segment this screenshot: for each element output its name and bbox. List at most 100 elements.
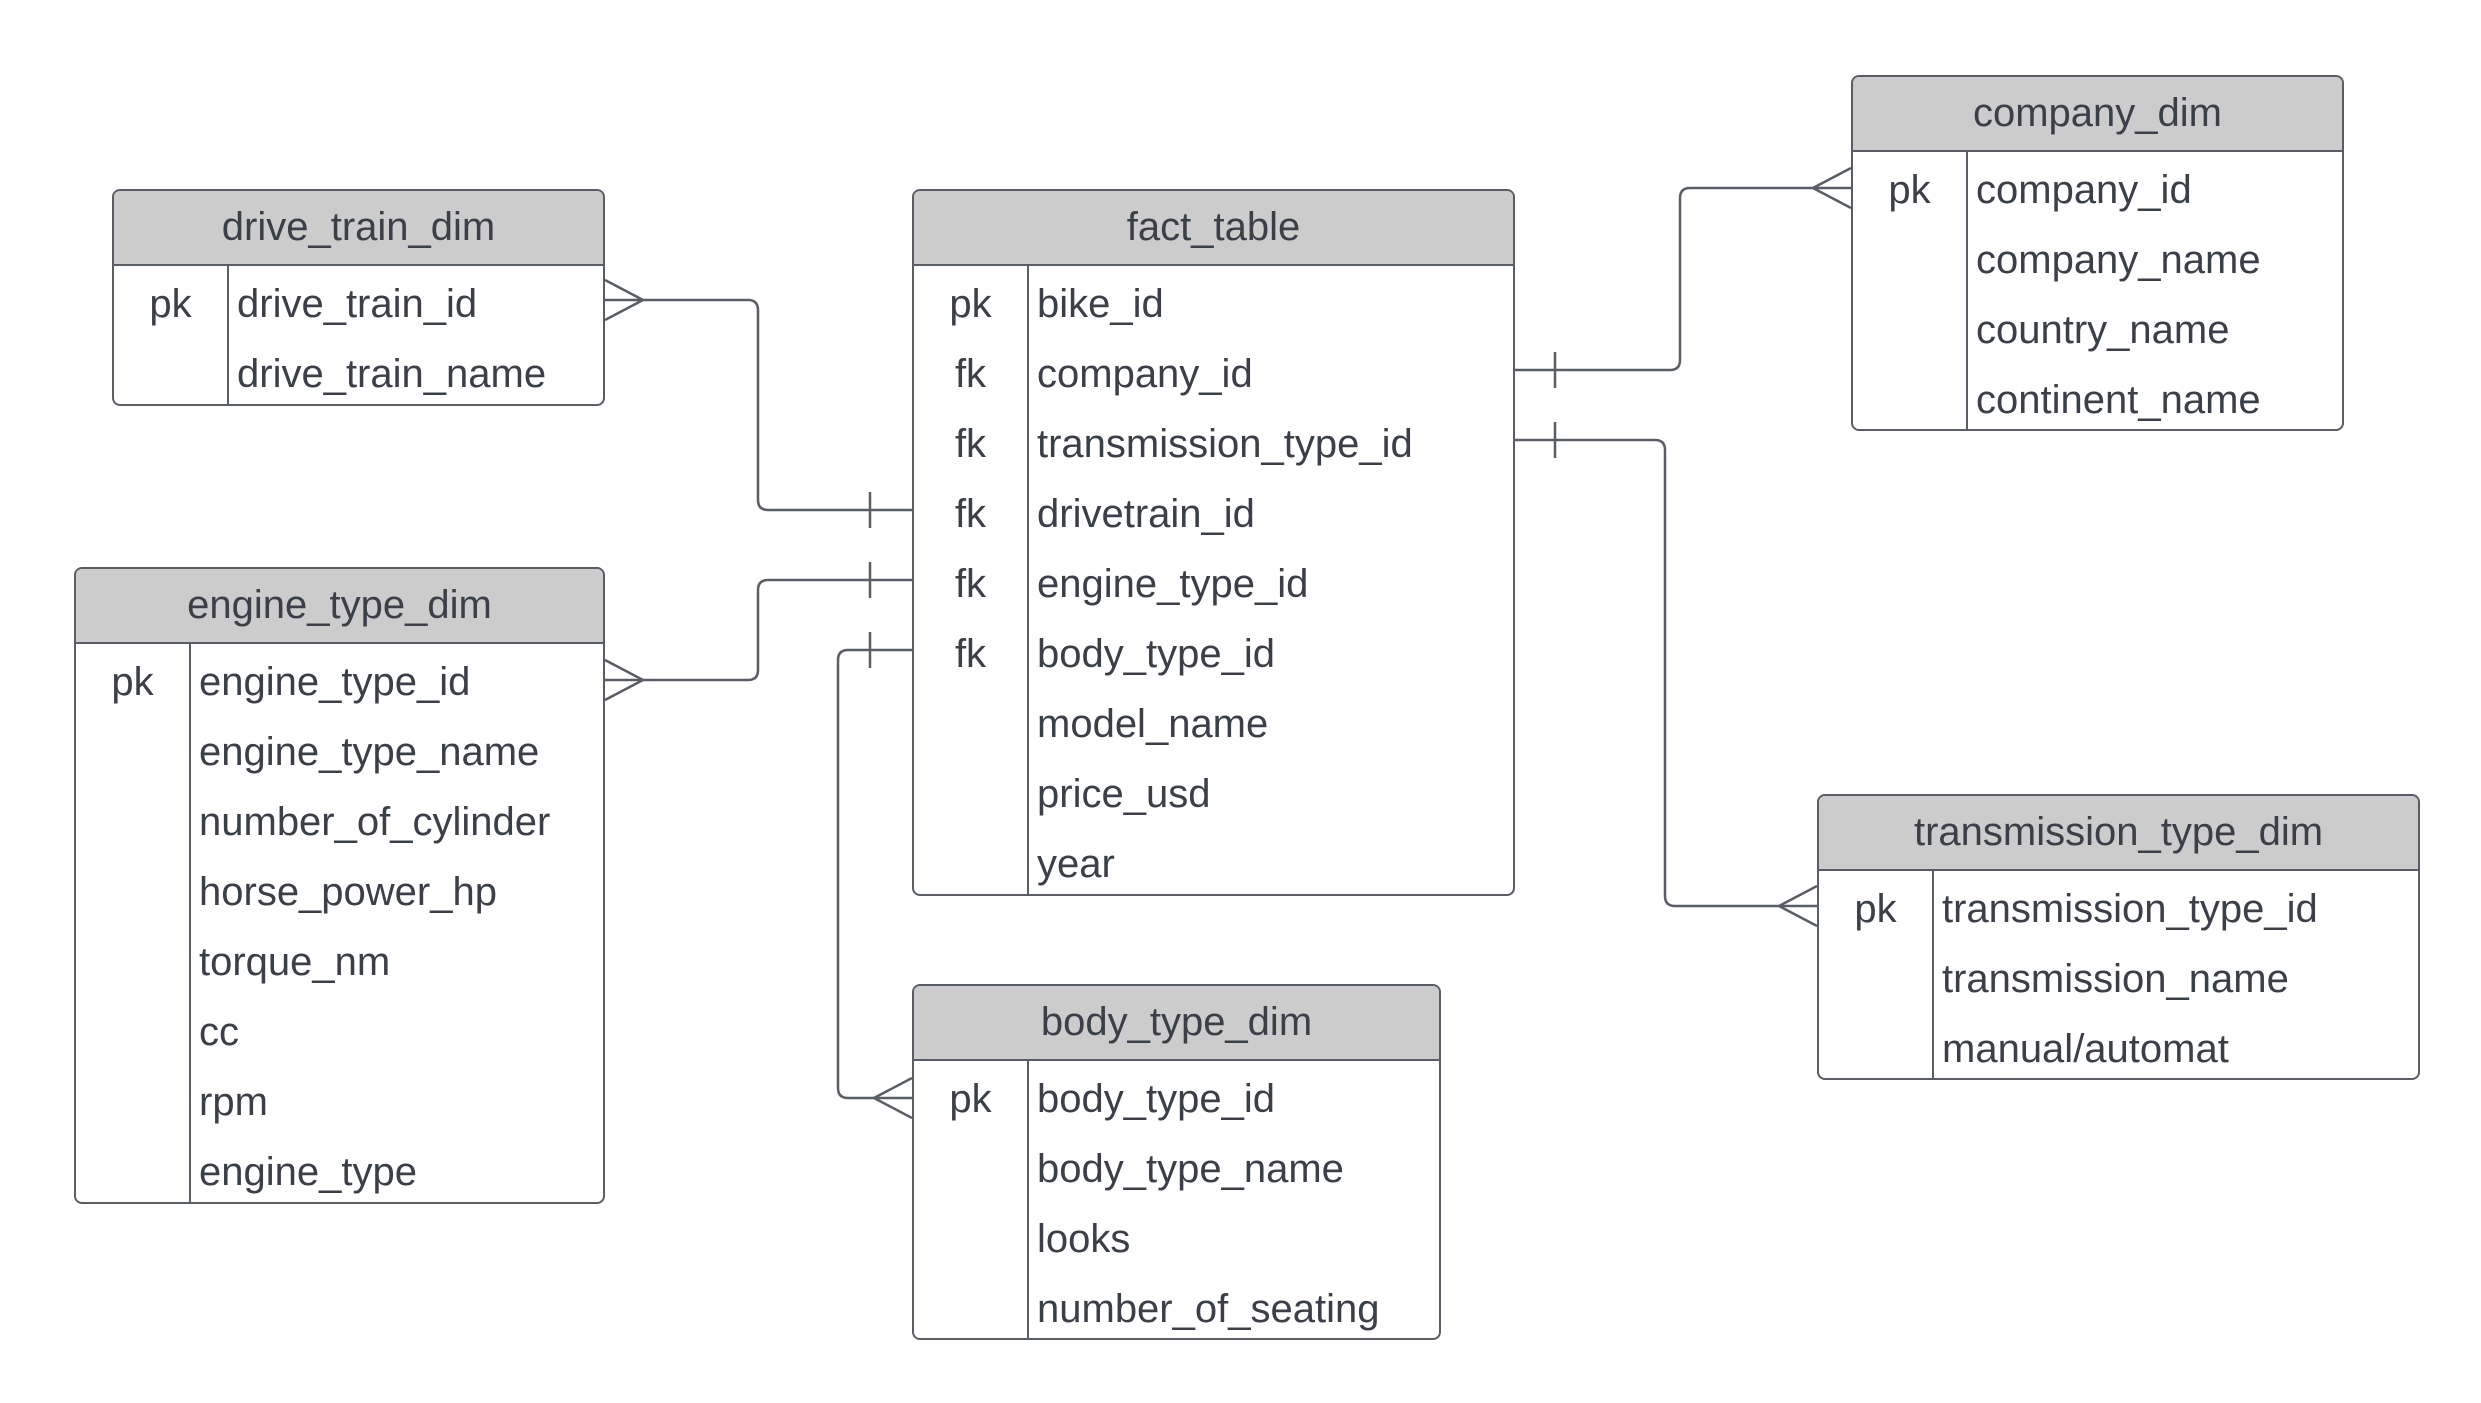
field-name: body_type_id <box>1037 632 1275 676</box>
key-label: pk <box>1888 168 1931 212</box>
key-label: fk <box>954 632 987 676</box>
field-name: continent_name <box>1976 378 2261 422</box>
field-name: number_of_seating <box>1037 1287 1380 1331</box>
field-row: company_name <box>1853 225 2342 295</box>
key-column-divider <box>189 644 191 1202</box>
field-name: drive_train_name <box>237 352 547 396</box>
field-row: body_type_name <box>914 1134 1439 1204</box>
field-name: drive_train_id <box>237 282 478 326</box>
entity-drive-train-dim[interactable]: drive_train_dim pk drive_train_id drive_… <box>112 189 605 406</box>
field-name: bike_id <box>1037 282 1164 326</box>
field-row: number_of_cylinder <box>76 787 603 857</box>
field-row: pk drive_train_id <box>114 269 603 339</box>
entity-title: fact_table <box>914 191 1513 266</box>
field-name: transmission_type_id <box>1942 887 2318 931</box>
key-column-divider <box>1027 266 1029 894</box>
field-name: company_name <box>1976 238 2261 282</box>
key-label: pk <box>149 282 192 326</box>
entity-title: body_type_dim <box>914 986 1439 1061</box>
field-row: pk bike_id <box>914 269 1513 339</box>
entity-body-type-dim[interactable]: body_type_dim pk body_type_id body_type_… <box>912 984 1441 1340</box>
key-label: pk <box>111 660 154 704</box>
field-row: fk company_id <box>914 339 1513 409</box>
key-column-divider <box>1027 1061 1029 1338</box>
field-name: drivetrain_id <box>1037 492 1255 536</box>
key-label: fk <box>954 562 987 606</box>
field-name: torque_nm <box>199 940 391 984</box>
key-label: pk <box>949 282 992 326</box>
field-row: fk body_type_id <box>914 619 1513 689</box>
field-row: number_of_seating <box>914 1274 1439 1338</box>
entity-fields: pk bike_id fk company_id fk transmission… <box>914 266 1513 894</box>
entity-fields: pk transmission_type_id transmission_nam… <box>1819 871 2418 1078</box>
field-row: torque_nm <box>76 927 603 997</box>
connector-body-type <box>836 632 913 1120</box>
entity-fields: pk body_type_id body_type_name looks num… <box>914 1061 1439 1338</box>
entity-company-dim[interactable]: company_dim pk company_id company_name c… <box>1851 75 2344 431</box>
field-name: number_of_cylinder <box>199 800 551 844</box>
field-row: manual/automat <box>1819 1014 2418 1078</box>
field-row: drive_train_name <box>114 339 603 404</box>
connector-engine-type <box>604 562 912 702</box>
field-row: engine_type <box>76 1137 603 1202</box>
key-label: fk <box>954 352 987 396</box>
field-row: rpm <box>76 1067 603 1137</box>
field-row: fk drivetrain_id <box>914 479 1513 549</box>
field-name: model_name <box>1037 702 1269 746</box>
entity-title: engine_type_dim <box>76 569 603 644</box>
entity-fields: pk company_id company_name country_name … <box>1853 152 2342 429</box>
field-row: transmission_name <box>1819 944 2418 1014</box>
field-row: continent_name <box>1853 365 2342 429</box>
field-name: year <box>1037 842 1115 886</box>
field-row: pk company_id <box>1853 155 2342 225</box>
connector-transmission-type <box>1515 422 1818 928</box>
field-name: body_type_name <box>1037 1147 1344 1191</box>
field-name: rpm <box>199 1080 268 1124</box>
field-name: price_usd <box>1037 772 1211 816</box>
key-label: fk <box>954 422 987 466</box>
field-name: company_id <box>1037 352 1253 396</box>
entity-transmission-type-dim[interactable]: transmission_type_dim pk transmission_ty… <box>1817 794 2420 1080</box>
field-name: transmission_type_id <box>1037 422 1413 466</box>
field-row: fk engine_type_id <box>914 549 1513 619</box>
field-row: pk body_type_id <box>914 1064 1439 1134</box>
field-row: fk transmission_type_id <box>914 409 1513 479</box>
field-name: company_id <box>1976 168 2192 212</box>
key-column-divider <box>1966 152 1968 429</box>
field-name: transmission_name <box>1942 957 2289 1001</box>
field-row: looks <box>914 1204 1439 1274</box>
connector-company <box>1515 166 1852 388</box>
entity-fields: pk drive_train_id drive_train_name <box>114 266 603 404</box>
field-name: horse_power_hp <box>199 870 497 914</box>
field-name: engine_type_id <box>1037 562 1309 606</box>
field-name: engine_type_id <box>199 660 471 704</box>
field-row: pk transmission_type_id <box>1819 874 2418 944</box>
field-name: country_name <box>1976 308 2230 352</box>
field-name: manual/automat <box>1942 1027 2229 1071</box>
entity-fact-table[interactable]: fact_table pk bike_id fk company_id fk t… <box>912 189 1515 896</box>
key-label: pk <box>1854 887 1897 931</box>
field-row: model_name <box>914 689 1513 759</box>
entity-engine-type-dim[interactable]: engine_type_dim pk engine_type_id engine… <box>74 567 605 1204</box>
field-row: price_usd <box>914 759 1513 829</box>
field-row: pk engine_type_id <box>76 647 603 717</box>
field-row: horse_power_hp <box>76 857 603 927</box>
key-column-divider <box>1932 871 1934 1078</box>
entity-fields: pk engine_type_id engine_type_name numbe… <box>76 644 603 1202</box>
key-label: pk <box>949 1077 992 1121</box>
field-name: looks <box>1037 1217 1131 1261</box>
field-name: cc <box>199 1010 239 1054</box>
field-name: body_type_id <box>1037 1077 1275 1121</box>
field-name: engine_type <box>199 1150 417 1194</box>
entity-title: company_dim <box>1853 77 2342 152</box>
connector-drivetrain <box>604 278 912 528</box>
field-row: country_name <box>1853 295 2342 365</box>
key-label: fk <box>954 492 987 536</box>
field-row: year <box>914 829 1513 894</box>
field-name: engine_type_name <box>199 730 540 774</box>
key-column-divider <box>227 266 229 404</box>
field-row: cc <box>76 997 603 1067</box>
field-row: engine_type_name <box>76 717 603 787</box>
entity-title: transmission_type_dim <box>1819 796 2418 871</box>
